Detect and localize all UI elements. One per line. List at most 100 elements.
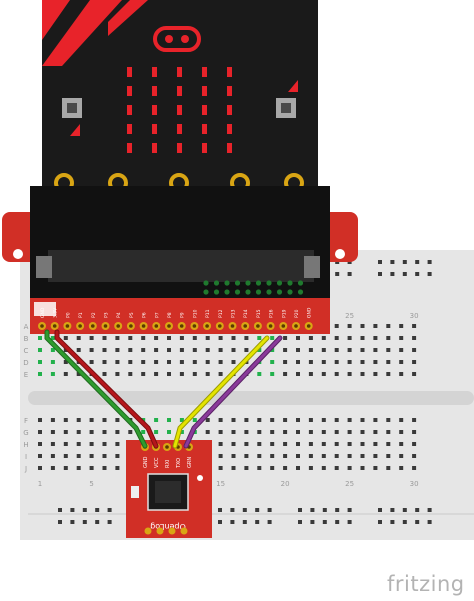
power-rail-hole bbox=[322, 508, 327, 512]
connector-green-hole bbox=[245, 280, 251, 286]
breadboard-hole bbox=[218, 348, 223, 352]
led bbox=[127, 124, 132, 134]
led bbox=[202, 143, 207, 153]
breadboard-hole bbox=[283, 336, 288, 340]
breadboard-hole bbox=[218, 466, 223, 470]
breadboard-hole bbox=[63, 336, 68, 340]
breadboard-hole bbox=[89, 430, 94, 434]
breadboard-hole bbox=[244, 348, 249, 352]
breadboard-hole bbox=[399, 324, 404, 328]
power-rail-hole bbox=[322, 520, 327, 524]
breadboard-hole bbox=[412, 360, 417, 364]
breadboard-hole bbox=[50, 466, 55, 470]
breadboard-hole bbox=[102, 348, 107, 352]
breadboard-hole bbox=[373, 336, 378, 340]
breadboard-hole bbox=[308, 442, 313, 446]
breadboard-hole bbox=[283, 466, 288, 470]
breadboard-hole bbox=[102, 372, 107, 376]
breadboard-hole bbox=[373, 348, 378, 352]
microbit-face-eye-left bbox=[165, 35, 173, 43]
connector-green-hole bbox=[213, 289, 220, 295]
breadboard-hole bbox=[386, 466, 391, 470]
power-rail-hole bbox=[402, 260, 407, 264]
breadboard-hole bbox=[399, 348, 404, 352]
connector-green-hole bbox=[255, 289, 262, 295]
breadboard-hole bbox=[102, 466, 107, 470]
breadboard-hole bbox=[412, 372, 417, 376]
power-rail-hole bbox=[378, 260, 382, 264]
led bbox=[152, 86, 157, 96]
power-rail-hole bbox=[390, 508, 395, 512]
connector-pin-hole bbox=[281, 324, 286, 328]
led bbox=[202, 67, 207, 77]
button-a-cap bbox=[67, 103, 77, 113]
breadboard-hole bbox=[270, 430, 275, 434]
connector-green-hole bbox=[287, 280, 293, 286]
power-rail-hole bbox=[390, 260, 395, 264]
connector-pin-label: P15 bbox=[256, 309, 262, 318]
led bbox=[152, 67, 157, 77]
button-b-cap bbox=[281, 103, 291, 113]
breadboard-hole bbox=[308, 466, 313, 470]
connector-green-hole bbox=[266, 280, 272, 286]
row-label: D bbox=[23, 359, 28, 367]
breadboard-hole bbox=[308, 348, 313, 352]
power-rail-hole bbox=[58, 508, 62, 512]
breadboard-hole bbox=[373, 466, 378, 470]
connector-green-hole bbox=[234, 280, 241, 286]
column-number: 1 bbox=[38, 480, 42, 488]
led bbox=[127, 143, 132, 153]
led bbox=[177, 86, 182, 96]
breadboard-hole bbox=[347, 360, 352, 364]
breadboard-hole bbox=[115, 442, 120, 446]
breadboard-hole bbox=[334, 466, 339, 470]
connector-pin-label: 3.3V bbox=[53, 307, 59, 318]
breadboard-hole bbox=[347, 454, 352, 458]
breadboard-hole bbox=[244, 466, 249, 470]
breadboard-hole bbox=[412, 418, 417, 422]
power-rail-hole bbox=[378, 520, 382, 524]
power-rail-hole bbox=[107, 508, 112, 512]
breadboard-hole bbox=[321, 372, 326, 376]
connector-pin-label: P6 bbox=[142, 312, 148, 318]
power-rail-hole bbox=[95, 508, 100, 512]
connector-pin-label: P5 bbox=[129, 312, 135, 318]
power-rail-hole bbox=[58, 520, 62, 524]
power-rail-hole bbox=[415, 272, 420, 276]
column-number: 25 bbox=[345, 480, 354, 488]
breadboard-hole bbox=[270, 466, 275, 470]
connector-green-hole bbox=[266, 289, 272, 295]
breadboard-hole bbox=[244, 442, 249, 446]
breadboard-hole bbox=[192, 418, 197, 422]
connector-pin-label: P9 bbox=[180, 312, 186, 318]
power-rail-hole bbox=[255, 520, 260, 524]
breakout-logo-box bbox=[34, 302, 56, 316]
breadboard-hole bbox=[38, 454, 42, 458]
led bbox=[152, 124, 157, 134]
power-rail-hole bbox=[335, 508, 340, 512]
breadboard-hole bbox=[141, 430, 146, 434]
breadboard-hole bbox=[308, 454, 313, 458]
connector-pin-label: GND bbox=[307, 307, 313, 318]
wire-red-core bbox=[55, 330, 158, 448]
breadboard-hole bbox=[399, 466, 404, 470]
breadboard-hole bbox=[76, 336, 81, 340]
connector-slot bbox=[48, 250, 314, 282]
breadboard-hole bbox=[218, 360, 223, 364]
breadboard-hole bbox=[76, 372, 81, 376]
breadboard-hole bbox=[50, 348, 55, 352]
connector-pin-hole bbox=[91, 324, 95, 328]
connector-green-hole bbox=[297, 280, 304, 286]
connector-green-hole bbox=[203, 289, 209, 295]
breadboard-hole bbox=[334, 442, 339, 446]
breadboard-hole bbox=[244, 430, 249, 434]
connector-pins bbox=[38, 322, 313, 330]
breadboard-hole bbox=[296, 372, 300, 376]
power-rail-hole bbox=[378, 272, 382, 276]
breadboard-hole bbox=[412, 454, 417, 458]
breadboard-hole bbox=[205, 418, 210, 422]
led bbox=[202, 124, 207, 134]
led bbox=[177, 143, 182, 153]
led bbox=[177, 124, 182, 134]
breadboard-hole bbox=[257, 418, 262, 422]
